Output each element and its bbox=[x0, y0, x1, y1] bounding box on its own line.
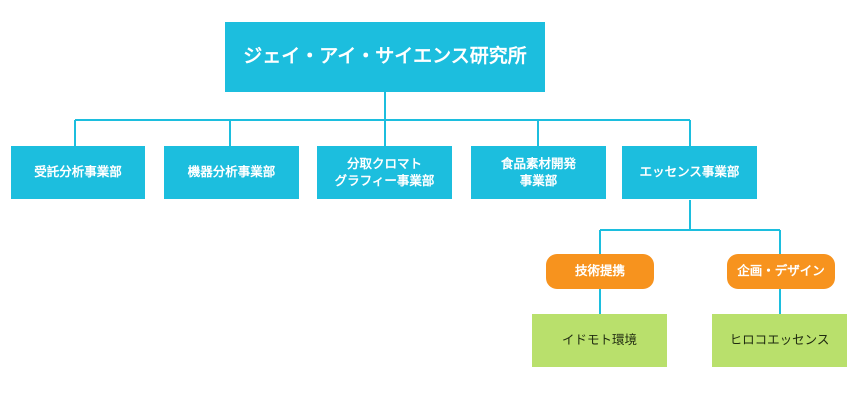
partner-label: イドモト環境 bbox=[561, 332, 637, 348]
department-box-essence: エッセンス事業部 bbox=[622, 146, 757, 199]
department-label: 機器分析事業部 bbox=[187, 164, 276, 180]
partner-label: ヒロコエッセンス bbox=[729, 332, 830, 348]
section-pill-technical-partnership: 技術提携 bbox=[546, 254, 654, 289]
department-box-instrument-analysis: 機器分析事業部 bbox=[164, 146, 299, 199]
section-label: 企画・デザイン bbox=[737, 263, 825, 279]
department-label: 食品素材開発 事業部 bbox=[500, 155, 576, 188]
section-label: 技術提携 bbox=[574, 263, 625, 279]
department-label: 分取クロマト グラフィー事業部 bbox=[334, 155, 435, 188]
partner-box-hiroko-essence: ヒロコエッセンス bbox=[712, 314, 847, 367]
section-pill-planning-design: 企画・デザイン bbox=[727, 254, 835, 289]
department-box-preparative-chromatography: 分取クロマト グラフィー事業部 bbox=[317, 146, 452, 199]
department-box-contract-analysis: 受託分析事業部 bbox=[11, 146, 145, 199]
root-company-label: ジェイ・アイ・サイエンス研究所 bbox=[243, 45, 527, 68]
department-label: エッセンス事業部 bbox=[639, 164, 740, 180]
department-label: 受託分析事業部 bbox=[34, 164, 122, 180]
department-box-food-materials: 食品素材開発 事業部 bbox=[471, 146, 606, 199]
root-company-box: ジェイ・アイ・サイエンス研究所 bbox=[225, 22, 545, 92]
partner-box-idomoto: イドモト環境 bbox=[532, 314, 667, 367]
